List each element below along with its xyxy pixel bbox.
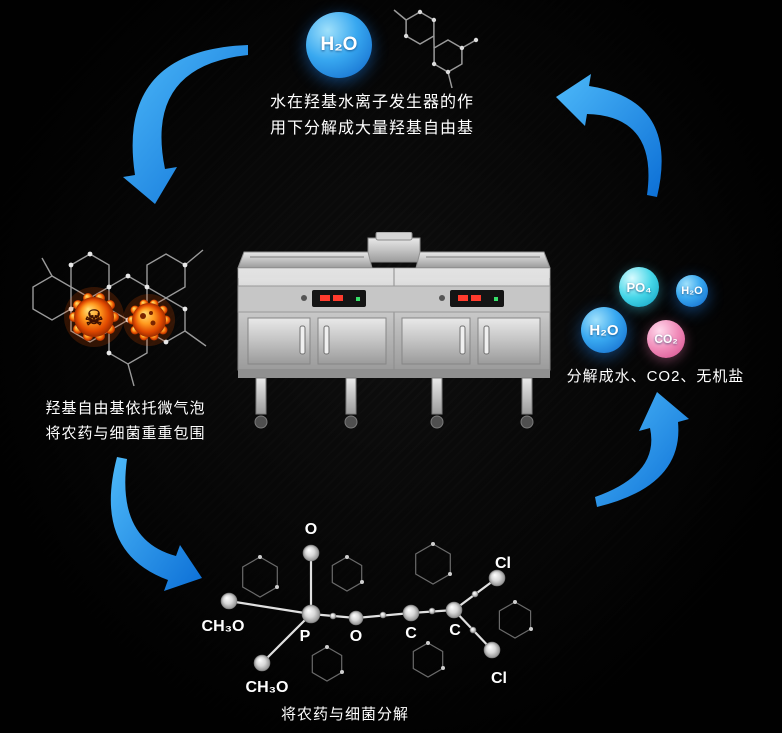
water-molecule-structure	[393, 9, 479, 89]
h2o-sphere: H₂O	[306, 12, 372, 78]
left-caption-line2: 将农药与细菌重重包围	[45, 425, 206, 442]
machine-top	[237, 232, 551, 269]
skull-icon: ☠	[85, 307, 104, 330]
h2o-sphere-large: H₂O	[581, 307, 627, 353]
molecule-atom-labels: O CH₃O P O C C Cl Cl CH₃O	[202, 521, 511, 696]
top-caption-line1: 水在羟基水离子发生器的作	[269, 94, 474, 111]
top-caption-line2: 用下分解成大量羟基自由基	[269, 120, 474, 137]
bottom-caption-text: 将农药与细菌分解	[280, 706, 409, 723]
top-caption: 水在羟基水离子发生器的作 用下分解成大量羟基自由基	[252, 90, 492, 142]
cycle-arrow-top-right	[556, 74, 662, 197]
atom-label-ch3o-bottom: CH₃O	[246, 679, 289, 696]
hexagon-net-dots	[68, 251, 188, 356]
atom-label-c1: C	[405, 625, 417, 642]
atom-label-cl-bottom: Cl	[491, 670, 507, 687]
cycle-arrow-top-left	[123, 45, 248, 204]
left-caption: 羟基自由基依托微气泡 将农药与细菌重重包围	[28, 396, 223, 446]
machine-control-panel-left	[301, 290, 366, 307]
machine-control-panel-right	[439, 290, 504, 307]
atom-label-o-mid: O	[350, 628, 362, 645]
co2-sphere-label: CO₂	[654, 332, 678, 346]
ghost-hexagons	[242, 543, 532, 682]
machine-legs	[254, 377, 534, 429]
po4-sphere-label: PO₄	[626, 279, 652, 295]
atom-label-ch3o-left: CH₃O	[202, 618, 245, 635]
bacteria-ball-skull: ☠	[64, 287, 124, 347]
h2o-sphere-small: H₂O	[676, 275, 708, 307]
cycle-arrow-bottom-right	[595, 392, 689, 507]
atom-label-o-top: O	[305, 521, 317, 538]
co2-sphere: CO₂	[647, 320, 685, 358]
h2o-sphere-large-label: H₂O	[589, 321, 619, 339]
machine-illustration	[237, 232, 551, 429]
atom-label-cl-top: Cl	[495, 555, 511, 572]
right-caption-text: 分解成水、CO2、无机盐	[566, 368, 745, 385]
germ-specks	[140, 311, 156, 326]
atom-label-c2: C	[449, 622, 461, 639]
ghost-hexagon-dots	[258, 542, 533, 674]
machine-doors	[238, 317, 550, 378]
pesticide-molecule-structure: O CH₃O P O C C Cl Cl CH₃O	[202, 521, 533, 696]
atom-label-p: P	[300, 628, 311, 645]
right-caption: 分解成水、CO2、无机盐	[558, 364, 753, 389]
bacteria-ball-germs	[123, 294, 175, 346]
h2o-sphere-label: H₂O	[320, 34, 358, 55]
h2o-sphere-small-label: H₂O	[681, 285, 703, 297]
bubble-bacteria-cluster: ☠	[32, 249, 207, 387]
bottom-caption: 将农药与细菌分解	[250, 702, 440, 727]
po4-sphere: PO₄	[619, 267, 659, 307]
left-caption-line1: 羟基自由基依托微气泡	[45, 400, 206, 417]
molecule-node-dots	[403, 9, 479, 75]
molecule-atom-spheres	[220, 544, 506, 672]
